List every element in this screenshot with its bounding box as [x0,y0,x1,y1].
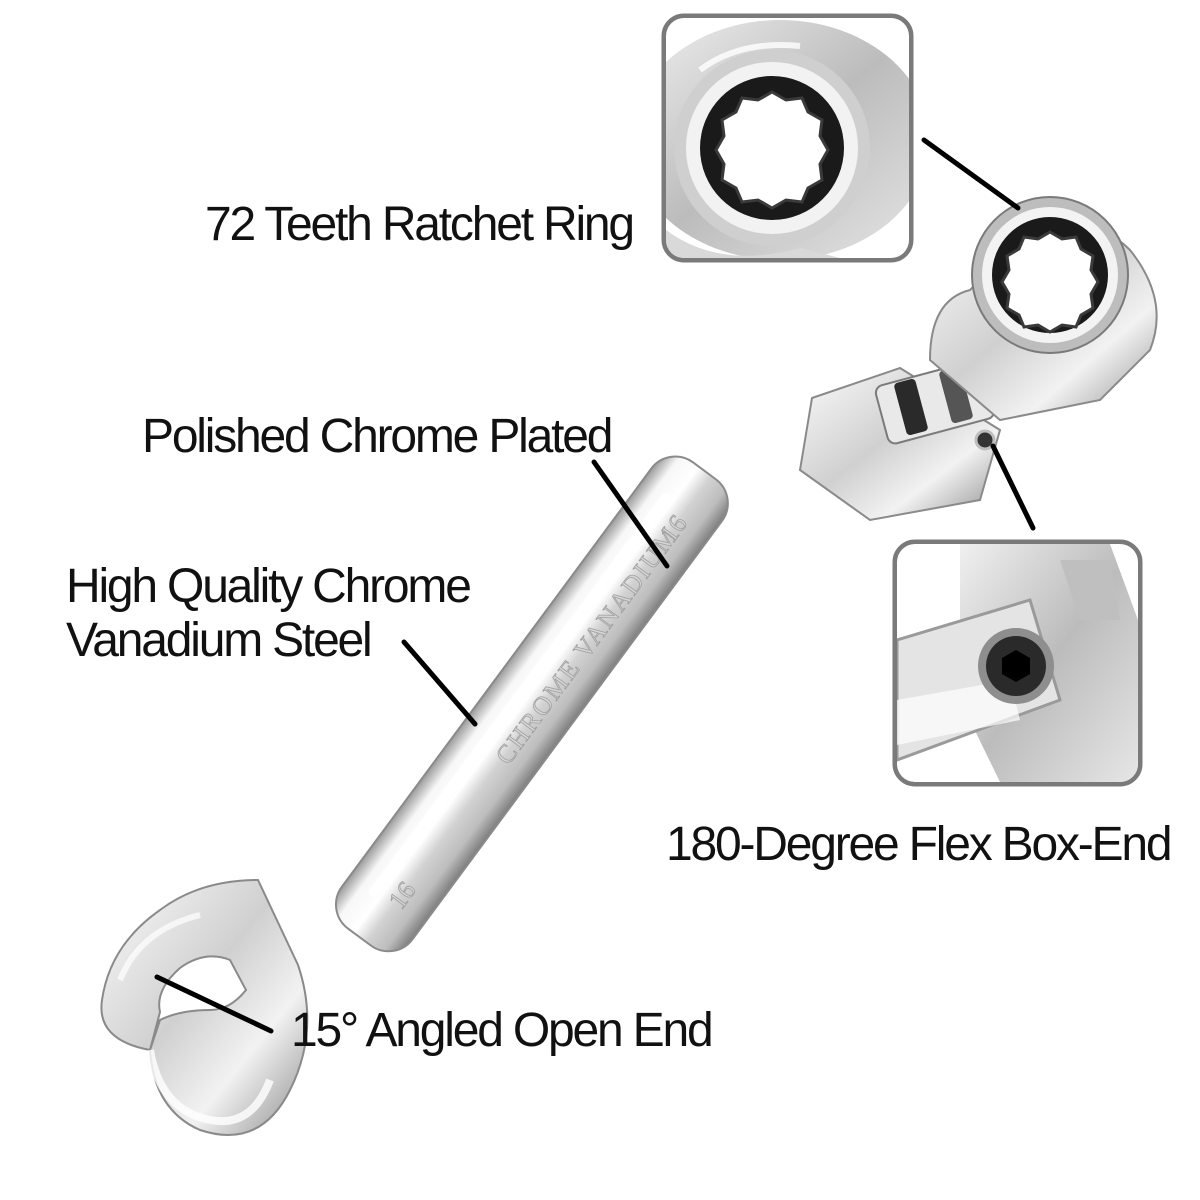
ratchet-ring-closeup-icon [666,18,909,258]
ratchet-head [928,196,1158,422]
pivot-bolt-closeup-icon [897,544,1138,782]
leader-polished [591,459,670,569]
chrome-vanadium-label-line2: Vanadium Steel [66,614,373,667]
wrench-shaft: CHROME VANADIUM 16 16 [334,455,729,953]
chrome-vanadium-label: High Quality Chrome Vanadium Steel [66,560,472,668]
ratchet-ring-closeup-inset [661,13,914,263]
flex-box-end-label: 180-Degree Flex Box-End [666,818,1173,871]
leader-ratchet [921,137,1021,211]
polished-chrome-label: Polished Chrome Plated [142,410,613,463]
angled-open-end-label: 15° Angled Open End [291,1004,714,1057]
leader-flex [990,443,1036,531]
pivot-bolt-icon [974,429,996,451]
chrome-vanadium-label-line1: High Quality Chrome [66,560,472,613]
leader-open [154,974,274,1034]
ratchet-ring-label: 72 Teeth Ratchet Ring [205,198,635,251]
pivot-bolt-closeup-inset [892,539,1143,787]
leader-lines [154,137,1036,1034]
open-end [100,878,309,1136]
leader-steel [401,639,478,727]
